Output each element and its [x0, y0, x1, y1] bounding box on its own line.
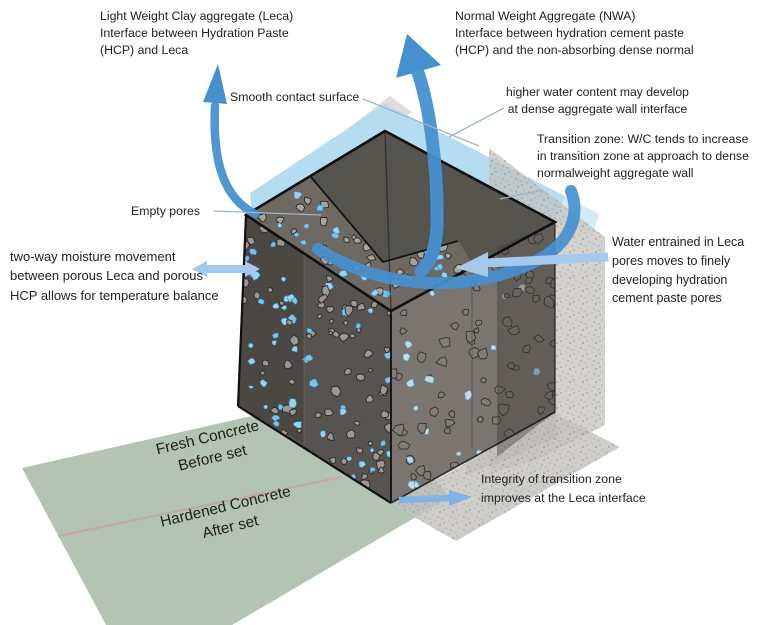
label-nwa-interface: Normal Weight Aggregate (NWA) Interface … — [455, 9, 694, 57]
leca-arrowhead — [203, 64, 227, 104]
integrity-arrow — [398, 490, 472, 506]
label-water-entrained: Water entrained in Leca pores moves to f… — [612, 235, 745, 306]
label-higher-water: higher water content may develop at dens… — [506, 85, 689, 116]
ghost-slab-bottom-texture — [391, 414, 620, 541]
water-entrained-arrow — [456, 252, 609, 277]
label-transition-zone: Transition zone: W/C tends to increase i… — [537, 132, 749, 180]
higher-water-pointer — [448, 107, 505, 138]
pointer-lines — [213, 98, 544, 216]
smooth-contact-pointer — [362, 98, 480, 147]
nwa-arrowhead — [396, 34, 441, 78]
transition-zone-pointer — [499, 189, 544, 200]
fresh-concrete-cube — [236, 129, 558, 504]
label-integrity: Integrity of transition zone improves at… — [481, 472, 646, 505]
leca-curved-arrow — [203, 64, 260, 219]
pores-left-face — [238, 224, 391, 490]
cube-right-shadow — [497, 222, 555, 457]
label-two-way-moisture: two-way moisture movement between porous… — [10, 249, 219, 303]
label-smooth-contact: Smooth contact surface — [230, 90, 360, 104]
two-way-arrow — [192, 261, 260, 277]
nwa-swirl-arrow — [312, 34, 581, 290]
label-leca-interface: Light Weight Clay aggregate (Leca) Inter… — [100, 9, 294, 57]
empty-pores-pointer — [213, 210, 322, 216]
set-divider-line — [57, 476, 343, 537]
label-empty-pores: Empty pores — [131, 204, 201, 218]
cube-edges — [236, 129, 558, 504]
